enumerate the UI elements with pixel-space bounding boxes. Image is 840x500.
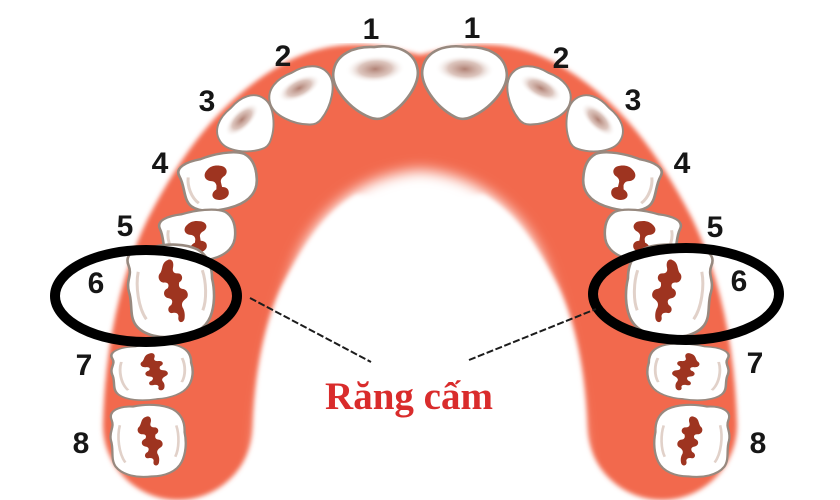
tooth-number-right-8: 8 <box>750 427 767 460</box>
tooth-number-left-4: 4 <box>152 147 169 180</box>
tooth-number-right-4: 4 <box>674 147 691 180</box>
tooth-number-right-7: 7 <box>747 347 764 380</box>
molar-label: Răng cấm <box>325 375 493 418</box>
tooth-number-left-2: 2 <box>275 40 292 73</box>
tooth-number-left-7: 7 <box>76 349 93 382</box>
pointer-line-left <box>249 297 372 363</box>
highlight-circle-left <box>50 245 242 347</box>
tooth-number-right-2: 2 <box>553 42 570 75</box>
tooth-number-right-5: 5 <box>707 211 724 244</box>
palate-area <box>254 170 586 500</box>
tooth-number-right-3: 3 <box>625 84 642 117</box>
tooth-number-right-6: 6 <box>731 265 748 298</box>
tooth-number-left-1: 1 <box>363 13 380 46</box>
tooth-number-left-6: 6 <box>88 267 105 300</box>
tooth-number-right-1: 1 <box>464 12 481 45</box>
highlight-circle-right <box>588 243 784 345</box>
tooth-numbers: 1 2 3 4 5 6 7 8 1 2 3 4 5 6 7 8 <box>73 12 767 460</box>
tooth-number-left-8: 8 <box>73 427 90 460</box>
pointer-line-right <box>468 308 597 361</box>
tooth-number-left-5: 5 <box>117 210 134 243</box>
tooth-number-left-3: 3 <box>199 85 216 118</box>
